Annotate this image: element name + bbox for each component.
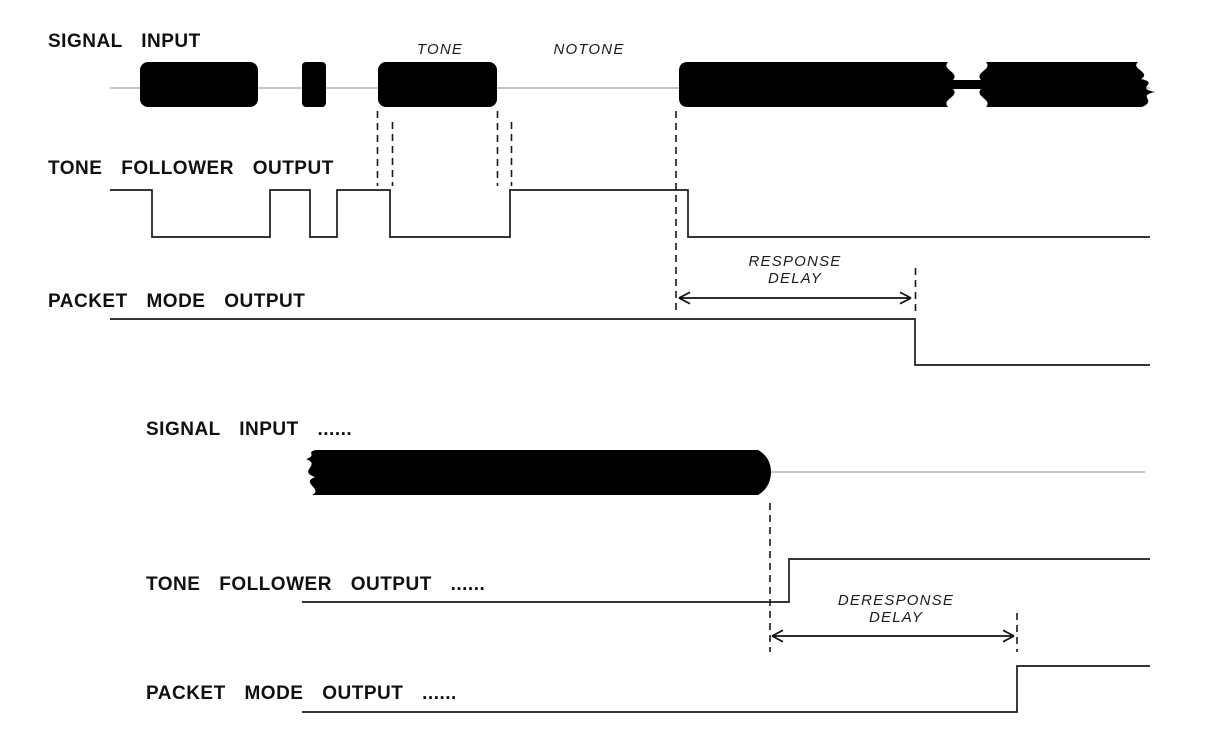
top-signal-burst-tone [378,62,497,107]
bottom-tone-follower-label: TONE FOLLOWER OUTPUT ...... [146,574,486,595]
bottom-packet-mode-label: PACKET MODE OUTPUT ...... [146,683,457,704]
top-signal-burst-long [140,62,258,107]
bottom-packet-mode-waveform [302,665,1150,713]
top-signal-input-label: SIGNAL INPUT [48,31,201,52]
deresponse-delay-line1: DERESPONSE [837,592,955,609]
tone-annotation: TONE [416,41,464,58]
response-delay-arrow [678,291,912,305]
deresponse-delay-annotation: DERESPONSE DELAY [794,592,998,626]
top-signal-burst-short [302,62,326,107]
deresponse-delay-arrow [771,629,1015,643]
top-packet-mode-label: PACKET MODE OUTPUT [48,291,306,312]
top-tone-follower-label: TONE FOLLOWER OUTPUT [48,158,334,179]
response-delay-annotation: RESPONSE DELAY [713,253,877,287]
response-delay-line1: RESPONSE [748,253,842,270]
top-packet-mode-waveform [110,318,1150,366]
deresponse-delay-line2: DELAY [868,608,924,626]
bottom-tone-follower-waveform [302,558,1150,603]
bottom-signal-burst-torn [306,450,771,495]
top-tone-follower-waveform [110,189,1150,238]
notone-annotation: NOTONE [553,41,625,58]
bottom-signal-input-label: SIGNAL INPUT ...... [146,419,353,440]
response-delay-line2: DELAY [767,269,823,287]
top-signal-burst-continuous-torn [679,62,1155,107]
